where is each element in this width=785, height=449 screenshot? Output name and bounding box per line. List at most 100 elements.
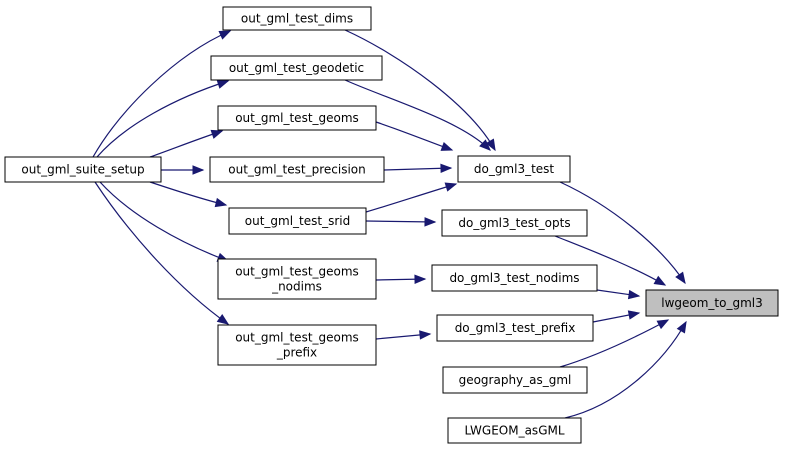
node-geography[interactable]: geography_as_gml: [442, 366, 588, 394]
arrowhead-icon: [216, 79, 230, 89]
node-srid[interactable]: out_gml_test_srid: [228, 207, 367, 235]
node-label: out_gml_test_geoms: [235, 111, 359, 125]
arrowhead-icon: [485, 138, 496, 152]
arrowhead-icon: [218, 30, 232, 40]
edge-prefix_do-to-lwgeom: [592, 310, 641, 323]
edge-line: [344, 79, 491, 151]
arrowhead-icon: [676, 320, 687, 334]
edge-dogml3-to-lwgeom: [559, 181, 686, 285]
node-box: [210, 55, 383, 81]
node-lwgeom[interactable]: lwgeom_to_gml3: [645, 289, 779, 317]
node-label: out_gml_test_geoms: [235, 265, 359, 279]
edge-line: [383, 167, 452, 171]
edge-suite-to-srid: [149, 181, 228, 208]
edge-line: [564, 321, 687, 419]
node-prefix-do[interactable]: do_gml3_test_prefix: [436, 314, 594, 342]
edge-line: [149, 181, 227, 206]
node-nodims-do[interactable]: do_gml3_test_nodims: [431, 264, 598, 292]
arrowhead-icon: [675, 271, 686, 285]
node-nodims-out[interactable]: out_gml_test_geoms_nodims: [217, 258, 377, 300]
node-label: _prefix: [276, 346, 317, 360]
node-label: out_gml_test_precision: [228, 163, 365, 177]
node-box: [457, 155, 571, 183]
edge-nodims_out-to-nodims_do: [375, 274, 427, 284]
arrowhead-icon: [444, 182, 458, 192]
node-label: do_gml3_test_prefix: [455, 321, 576, 335]
node-label: lwgeom_to_gml3: [661, 296, 763, 310]
edge-suite-to-dims: [92, 30, 232, 158]
edge-line: [559, 319, 669, 368]
node-prefix-out[interactable]: out_gml_test_geoms_prefix: [217, 324, 377, 366]
arrowhead-icon: [214, 197, 228, 208]
node-label: out_gml_suite_setup: [21, 163, 144, 177]
arrowhead-icon: [216, 314, 230, 325]
edge-dims-to-dogml3: [344, 29, 496, 152]
edge-suite-to-precision: [161, 165, 205, 175]
node-label: out_gml_test_srid: [245, 214, 350, 228]
node-label: out_gml_test_dims: [241, 12, 353, 26]
node-label: do_gml3_test_nodims: [449, 271, 579, 285]
node-geodetic[interactable]: out_gml_test_geodetic: [210, 55, 383, 81]
edge-line: [344, 29, 496, 151]
edge-line: [375, 121, 453, 151]
arrowhead-icon: [627, 310, 641, 320]
node-box: [217, 258, 377, 300]
arrowhead-icon: [192, 165, 205, 175]
edge-line: [96, 80, 229, 158]
edge-prefix_out-to-prefix_do: [375, 330, 432, 340]
arrowhead-icon: [440, 141, 454, 151]
node-box: [228, 207, 367, 235]
node-box: [436, 314, 594, 342]
edge-line: [554, 235, 666, 286]
edge-srid-to-dogml3: [365, 182, 458, 213]
edge-suite-to-geodetic: [96, 79, 230, 158]
node-label: out_gml_test_geoms: [235, 331, 359, 345]
node-opts[interactable]: do_gml3_test_opts: [441, 209, 588, 237]
edge-suite-to-prefix_out: [94, 181, 230, 325]
node-label: do_gml3_test_opts: [458, 216, 570, 230]
node-geoms[interactable]: out_gml_test_geoms: [217, 105, 377, 131]
node-label: LWGEOM_asGML: [464, 424, 564, 438]
edge-line: [149, 130, 223, 158]
edge-line: [92, 30, 231, 158]
arrowhead-icon: [479, 139, 491, 151]
edge-line: [94, 181, 229, 325]
edge-line: [365, 183, 457, 213]
node-box: [441, 209, 588, 237]
edge-line: [99, 181, 229, 262]
node-box: [217, 105, 377, 131]
arrowhead-icon: [440, 163, 453, 174]
edge-line: [559, 181, 686, 284]
arrowhead-icon: [627, 289, 641, 300]
node-asgml[interactable]: LWGEOM_asGML: [447, 417, 582, 444]
node-label: out_gml_test_geodetic: [229, 61, 364, 75]
node-box: [209, 156, 385, 183]
node-dims[interactable]: out_gml_test_dims: [222, 6, 372, 31]
node-box: [217, 324, 377, 366]
edge-srid-to-opts: [365, 217, 437, 227]
edge-suite-to-geoms: [149, 129, 224, 158]
node-box: [4, 156, 162, 183]
node-label: do_gml3_test: [474, 162, 555, 176]
edge-line: [365, 220, 436, 223]
arrowhead-icon: [414, 274, 427, 284]
edge-layer: [92, 29, 687, 419]
node-suite[interactable]: out_gml_suite_setup: [4, 156, 162, 183]
node-box: [431, 264, 598, 292]
node-dogml3[interactable]: do_gml3_test: [457, 155, 571, 183]
edge-nodims_do-to-lwgeom: [596, 289, 641, 300]
arrowhead-icon: [656, 319, 670, 330]
node-box: [442, 366, 588, 394]
node-layer: out_gml_test_dims out_gml_test_geodeticou…: [4, 6, 779, 444]
node-label: _nodims: [271, 280, 322, 294]
node-precision[interactable]: out_gml_test_precision: [209, 156, 385, 183]
node-box: [222, 6, 372, 31]
edge-suite-to-nodims_out: [99, 181, 230, 262]
node-box: [645, 289, 779, 317]
edge-precision-to-dogml3: [383, 163, 453, 174]
edge-geoms-to-dogml3: [375, 121, 454, 151]
edge-asgml-to-lwgeom: [564, 320, 687, 419]
edge-geodetic-to-dogml3: [344, 79, 491, 151]
edge-opts-to-lwgeom: [554, 235, 667, 286]
